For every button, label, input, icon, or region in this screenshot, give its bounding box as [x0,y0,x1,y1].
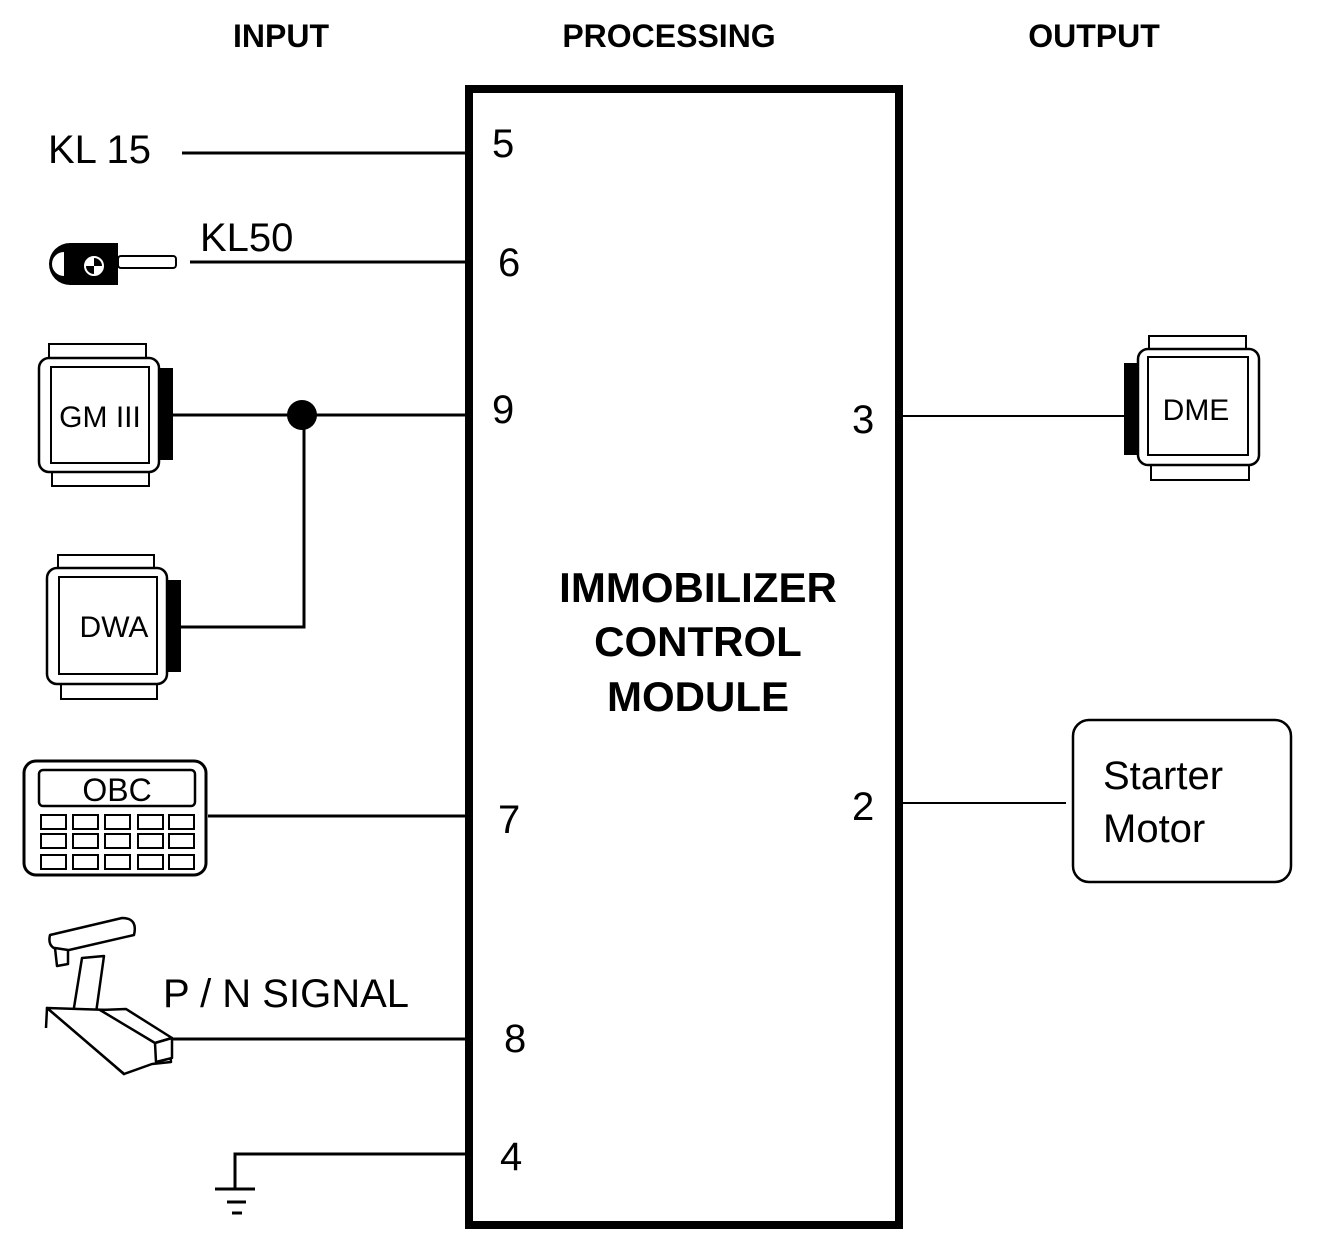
control-unit-icon: DWA [45,554,181,700]
obc-label: OBC [82,772,151,808]
input-gm3: GM III 9 [37,343,514,487]
gm3-label: GM III [59,401,141,434]
pin-9: 9 [492,388,514,432]
starter-motor-box [1071,718,1293,884]
input-kl50: KL50 6 [49,216,520,285]
pn-signal-label: P / N SIGNAL [163,972,409,1016]
header-input: INPUT [233,18,329,54]
input-obc: OBC 7 [22,759,520,877]
dme-label: DME [1163,394,1230,427]
ground-icon [215,1187,255,1215]
ground-wire [233,1152,466,1189]
pin-7: 7 [498,798,520,842]
module-title-line3: MODULE [607,673,789,720]
input-kl15: KL 15 5 [48,122,514,172]
pin-5: 5 [492,122,514,166]
input-pn-signal: P / N SIGNAL 8 [44,916,526,1076]
starter-label-line2: Motor [1103,807,1205,851]
pin-6: 6 [498,241,520,285]
input-dwa: DWA [45,425,306,700]
pin-2: 2 [852,785,874,829]
kl50-label: KL50 [200,216,293,260]
header-output: OUTPUT [1028,18,1160,54]
output-dme: 3 DME [852,335,1261,481]
input-ground: 4 [215,1135,522,1215]
dwa-label: DWA [80,611,149,644]
dwa-wire [181,425,306,629]
control-unit-icon: GM III [37,343,173,487]
pin-8: 8 [504,1017,526,1061]
module-title-line2: CONTROL [594,618,802,665]
kl15-label: KL 15 [48,128,151,172]
key-icon [49,243,177,285]
pin-3: 3 [852,398,874,442]
obc-keypad-icon: OBC [22,759,208,877]
module-title-line1: IMMOBILIZER [559,564,837,611]
immobilizer-control-module: IMMOBILIZER CONTROL MODULE [465,85,903,1229]
junction-dot [287,400,317,430]
output-starter-motor: 2 Starter Motor [852,718,1293,884]
gear-selector-icon [44,916,174,1076]
control-unit-icon: DME [1124,335,1261,481]
header-processing: PROCESSING [562,18,775,54]
pin-4: 4 [500,1135,522,1179]
starter-label-line1: Starter [1103,754,1223,798]
